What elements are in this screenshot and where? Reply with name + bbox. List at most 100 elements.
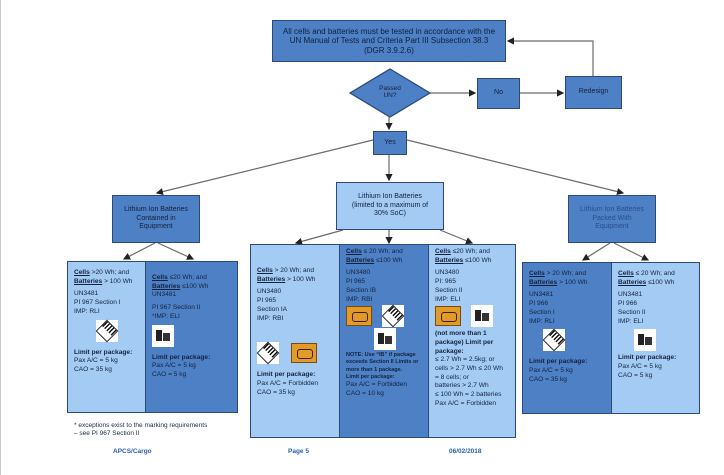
yes-label: Yes — [384, 138, 396, 146]
footnote-line: * exceptions exist to the marking requir… — [74, 422, 208, 429]
footer-department: APCS/Cargo — [113, 448, 152, 455]
cargo-aircraft-only-label-icon — [291, 343, 317, 364]
imp-code: *IMP: ELI — [152, 312, 180, 320]
section: Section II — [618, 308, 646, 316]
contained-in-equipment-details: Cells >20 Wh; and Batteries > 100 Wh UN3… — [67, 261, 238, 413]
cargo-aircraft-only-label-icon — [435, 306, 461, 327]
cargo-aircraft-only-label-icon — [346, 306, 372, 327]
limit-title: Limit per package: — [257, 371, 316, 379]
category-label: Lithium Ion Batteries Contained in Equip… — [124, 206, 188, 231]
cells-label: Cells — [74, 269, 90, 276]
imp-code: IMP: RBI — [257, 314, 284, 322]
limit-title: (not more than 1 package) Limit per pack… — [435, 330, 494, 355]
class-9-hazard-label-icon — [381, 304, 405, 328]
arrow-yes-to-left — [155, 139, 374, 196]
redesign-label: Redesign — [578, 88, 609, 96]
un-number: UN3480 — [257, 288, 282, 296]
class-9-hazard-label-icon — [542, 328, 566, 352]
cells-text: > 20 Wh; and — [544, 270, 587, 277]
batteries-label: Batteries — [152, 282, 181, 290]
cao-limit: CAO = 35 kg — [74, 365, 112, 373]
batteries-text: > 100 Wh — [557, 278, 588, 286]
un-number: UN3481 — [529, 291, 554, 299]
lithium-battery-mark-icon — [373, 328, 396, 351]
detail-col-pi967-section-ii: Cells ≤20 Wh; and Batteries ≤100 Wh UN34… — [145, 262, 237, 412]
batteries-text: ≤100 Wh — [646, 278, 675, 286]
batteries-label: Batteries — [74, 277, 103, 285]
detail-col-pi966-section-ii: Cells ≤ 20 Wh; and Batteries ≤100 Wh UN3… — [611, 263, 699, 413]
detail-col-pi966-section-i: Cells > 20 Wh; and Batteries > 100 Wh UN… — [523, 263, 611, 413]
packing-instruction: PI 965 — [257, 297, 277, 305]
section: Section IB — [346, 286, 377, 294]
cao-limit: CAO = 5 kg — [152, 370, 187, 378]
un-number: UN3481 — [152, 291, 177, 299]
arrow-left-to-col1 — [122, 242, 156, 260]
cao-limit: CAO = 10 kg — [346, 389, 384, 397]
packing-instruction: PI 965 — [346, 278, 366, 286]
class-9-hazard-label-icon — [95, 319, 119, 342]
imp-code: IMP: RLI — [529, 317, 555, 325]
un-testing-requirement-box: All cells and batteries must be tested i… — [272, 20, 506, 62]
cells-text: >20 Wh; and — [89, 269, 130, 276]
batteries-label: Batteries — [618, 278, 647, 286]
pax-limit: Pax A/C = Forbidden — [257, 379, 319, 387]
cao-limit: CAO = 35 kg — [257, 388, 295, 396]
category-batteries-30-soc: Lithium Ion Batteries (limited to a maxi… — [336, 182, 444, 230]
un-number: UN3481 — [618, 291, 643, 299]
batteries-label: Batteries — [257, 275, 286, 283]
pax-limit: Pax A/C = 5 kg — [152, 362, 196, 370]
limit-title: Limit per package: — [74, 348, 133, 356]
cells-text: ≤ 20 Wh; and — [633, 270, 675, 277]
cells-label: Cells — [529, 270, 545, 277]
lithium-battery-mark-icon — [634, 329, 656, 352]
cells-label: Cells — [346, 248, 362, 255]
pax-limit: Pax A/C = Forbidden — [435, 399, 497, 407]
batteries-label: Batteries — [435, 256, 464, 264]
cells-text: ≤20 Wh; and — [167, 274, 207, 281]
section: Section I — [529, 308, 555, 316]
cao-limit: CAO = 35 kg — [529, 375, 567, 383]
batteries-text: ≤100 Wh — [180, 282, 209, 290]
un-testing-text: All cells and batteries must be tested i… — [282, 26, 496, 55]
category-contained-in-equipment: Lithium Ion Batteries Contained in Equip… — [112, 195, 200, 243]
cells-text: > 20 Wh; and — [272, 267, 315, 274]
batteries-text: ≤100 Wh — [374, 256, 403, 264]
page-edge — [0, 0, 1, 475]
cells-text: ≤ 20 Wh; and — [361, 248, 403, 255]
packing-instruction: PI 967 Section II — [152, 304, 201, 312]
batteries-text: > 100 Wh — [285, 275, 316, 283]
batteries-30-soc-details: Cells > 20 Wh; and Batteries > 100 Wh UN… — [250, 244, 516, 438]
cells-label: Cells — [435, 248, 451, 255]
arrow-redesign-to-top — [506, 37, 594, 76]
no-box: No — [477, 78, 520, 109]
packing-instruction: PI: 965 — [435, 278, 456, 286]
packing-instruction: PI 967 Section I — [74, 299, 121, 307]
passed-un-label: Passed UN? — [379, 85, 401, 100]
cells-label: Cells — [257, 267, 273, 274]
limit-title: Limit per package: — [618, 354, 677, 362]
class-9-hazard-label-icon — [256, 341, 280, 365]
arrow-right-to-col1 — [581, 242, 611, 261]
packing-instruction: PI 966 — [529, 300, 549, 308]
batteries-text: > 100 Wh — [102, 277, 133, 285]
pax-limit: Pax A/C = 5 kg — [529, 366, 573, 374]
arrow-right-to-col2 — [613, 242, 650, 261]
packed-with-equipment-details: Cells > 20 Wh; and Batteries > 100 Wh UN… — [522, 262, 700, 414]
imp-code: IMP: RLI — [74, 307, 100, 315]
section: Section II — [435, 286, 463, 294]
limit-line: = 8 cells; or — [435, 373, 469, 381]
cells-text: ≤20 Wh; and — [450, 248, 490, 255]
detail-col-pi965-section-ii: Cells ≤20 Wh; and Batteries ≤100 Wh UN34… — [428, 245, 515, 437]
no-label: No — [494, 89, 503, 97]
packing-instruction: PI 966 — [618, 300, 638, 308]
pax-limit: Pax A/C = 5 kg — [618, 362, 662, 370]
detail-col-pi965-section-ib: Cells ≤ 20 Wh; and Batteries ≤100 Wh UN3… — [339, 245, 428, 437]
limit-title: Limit per package: — [529, 358, 588, 366]
footnote-line: – see PI 967 Section II — [74, 430, 140, 438]
imp-code: IMP: RBI — [346, 295, 373, 303]
footer-date: 06/02/2018 — [449, 448, 482, 455]
imp-code: IMP: ELI — [618, 317, 644, 325]
passed-un-decision — [349, 68, 431, 118]
arrow-yes-to-right — [406, 139, 625, 196]
